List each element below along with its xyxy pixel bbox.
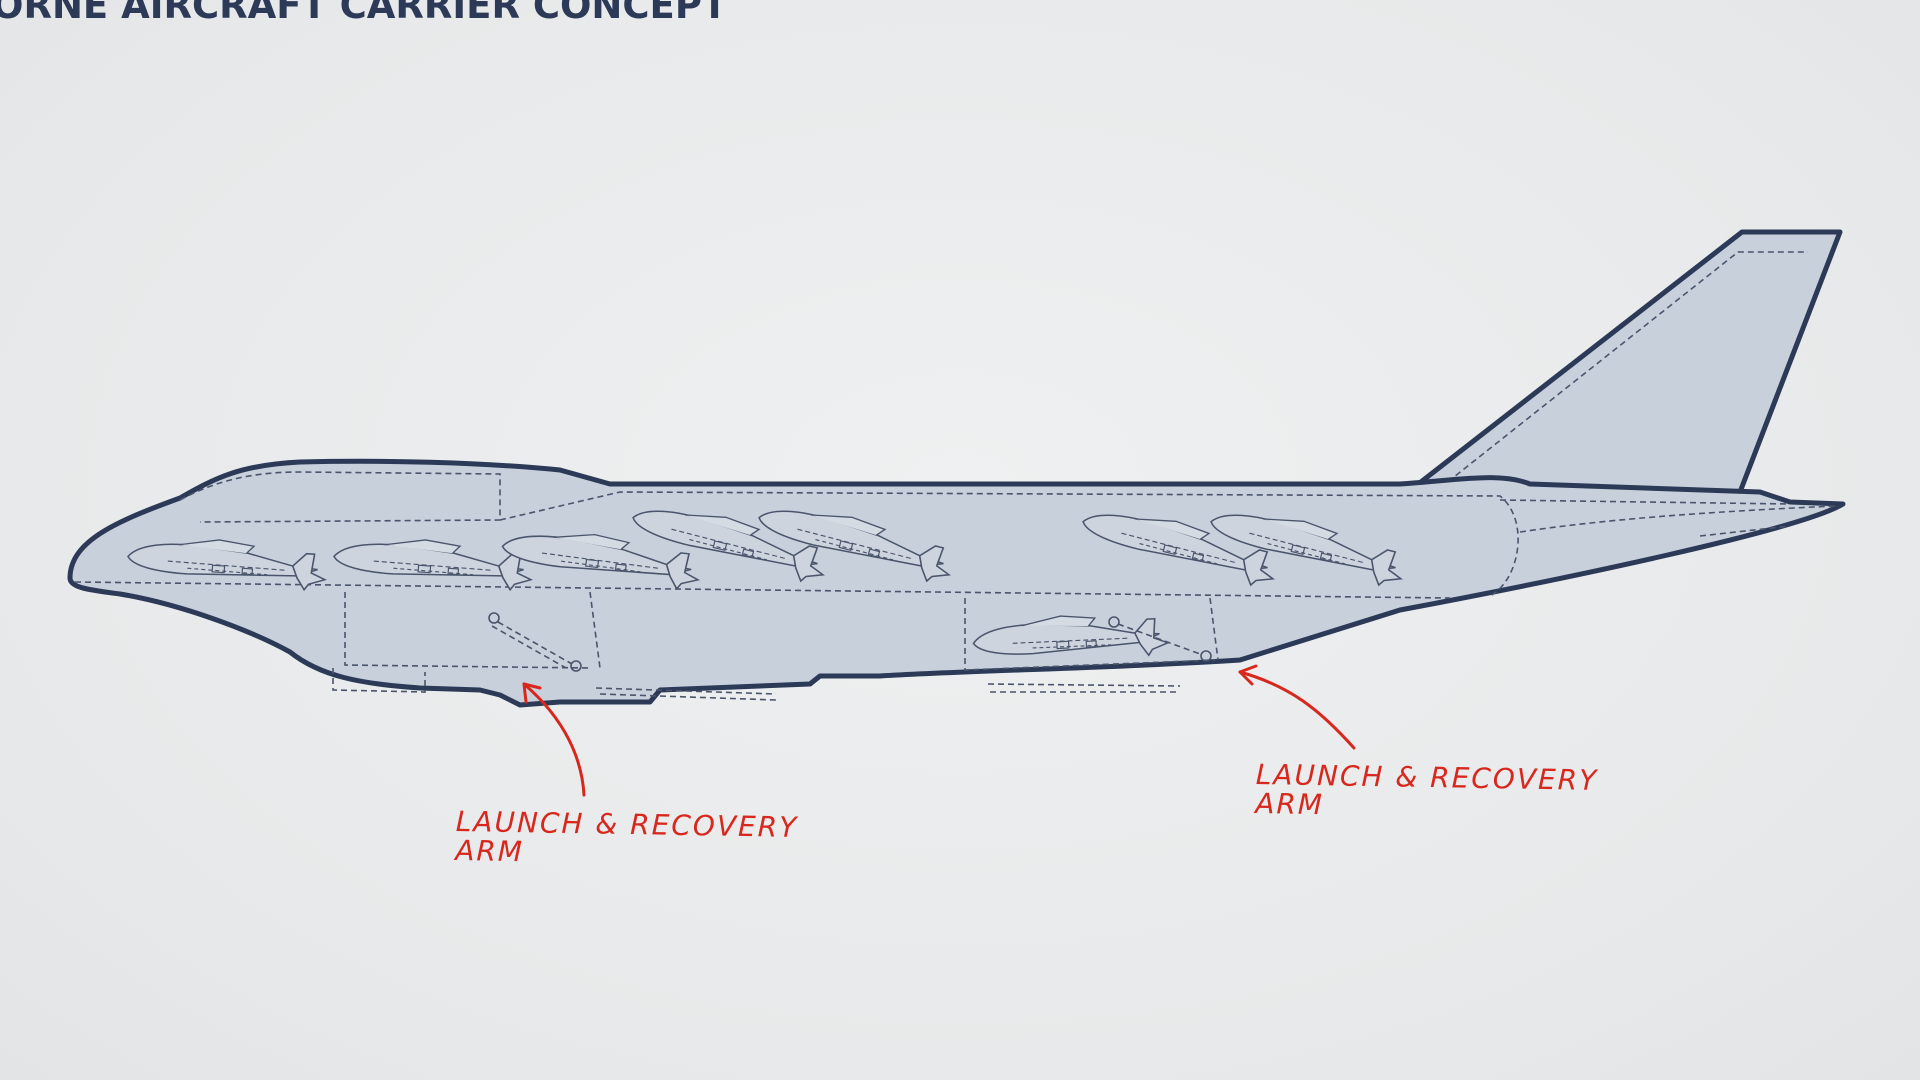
arrow-left <box>522 682 586 797</box>
annotation-launch-recovery-arm-left: LAUNCH & RECOVERY ARM <box>455 805 799 871</box>
fuselage-outline <box>67 458 1846 708</box>
diagram-title: ORNE AIRCRAFT CARRIER CONCEPT <box>0 0 728 27</box>
arrow-right <box>1238 670 1356 750</box>
launch-recovery-arm-right <box>1108 616 1212 662</box>
launch-recovery-arm-left <box>488 612 582 672</box>
annotation-launch-recovery-arm-right: LAUNCH & RECOVERY ARM <box>1255 758 1599 824</box>
vertical-tail <box>1405 229 1843 495</box>
